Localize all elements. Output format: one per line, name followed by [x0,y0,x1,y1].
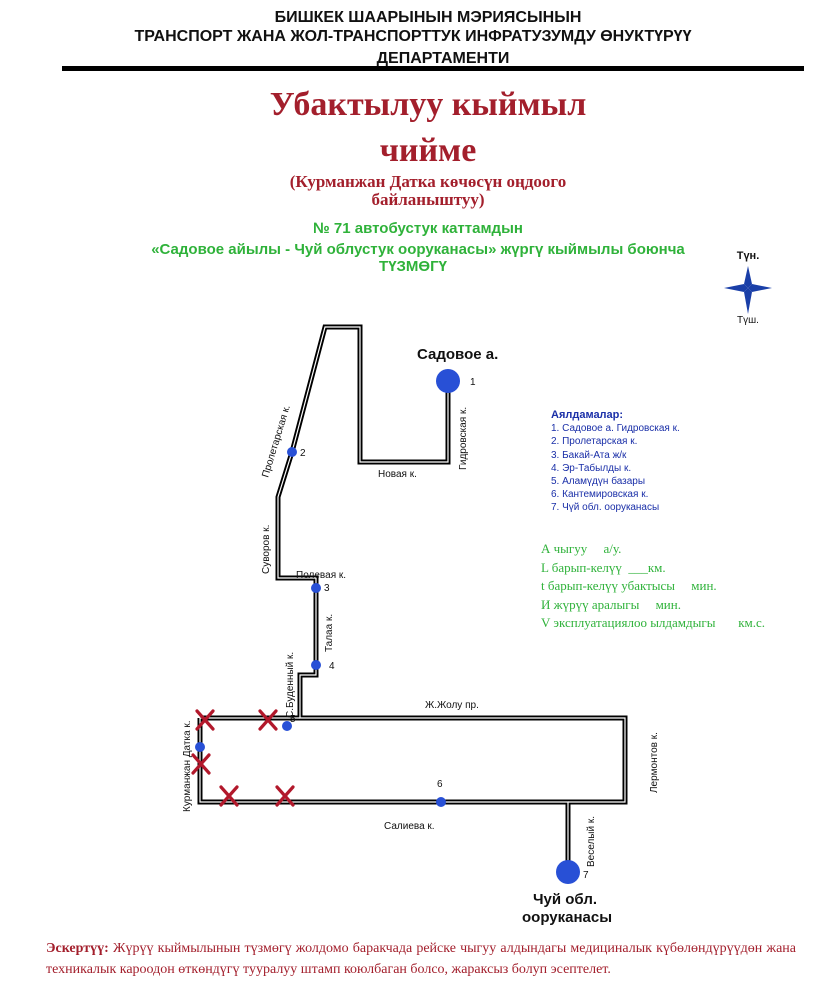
street-gidrovskaya: Гидровская к. [458,407,469,470]
page-subtitle-line-2: байланыштуу) [371,190,485,209]
place-end-label-line-2: ооруканасы [522,909,612,926]
street-polevaya: Полевая к. [296,570,346,581]
page-subtitle-line-1: (Курманжан Датка көчөсүн оңдоого [289,172,567,191]
route-parameters: А чыгуу а/у. L барып-келүү ___км.t барып-… [541,540,765,633]
param-line: V эксплуатациялоо ылдамдыгы км.с. [541,615,766,630]
legend-title: Аялдамалар: [551,409,624,421]
stop-7-label: 7 [583,870,589,881]
legend-item: 4. Эр-Табылды к. [551,462,632,474]
stop-7-marker [556,860,580,884]
compass-south-label: Түш. [737,315,759,326]
page-title-line-1: Убактылуу кыймыл [269,86,587,123]
stops-legend: Аялдамалар: 1. Садовое а. Гидровская к. … [551,409,680,515]
closure-cross-icon [258,709,278,731]
param-line: А чыгуу а/у. [541,541,622,556]
closure-marks [191,709,295,807]
footnote: Эскертүү: Жүрүү кыймылынын түзмөгү жолдо… [46,938,796,980]
stop-3-label: 3 [324,583,330,594]
department-header-line-3: ДЕПАРТАМЕНТИ [376,50,510,67]
stop-5b-marker [195,742,205,752]
street-kurmanjan: Курманжан Датка к. [182,720,193,812]
footnote-label: Эскертүү: [46,941,109,956]
closure-cross-icon [191,753,211,775]
stop-1-label: 1 [470,377,476,388]
route-number-line: № 71 автобустук каттамдын [313,220,523,237]
department-header-line-2: ТРАНСПОРТ ЖАНА ЖОЛ-ТРАНСПОРТТУК ИНФРАТУЗ… [134,28,692,45]
bus-stops [195,369,580,884]
stop-5-marker [282,721,292,731]
param-line: И жүрүү аралыгы мин. [541,596,681,612]
param-line: L барып-келүү ___км. [541,559,666,575]
stop-4-label: 4 [329,661,335,672]
stop-1-marker [436,369,460,393]
route-scheme-word: ТҮЗМӨГҮ [379,258,447,275]
stop-6-label: 6 [437,779,443,790]
street-talaa: Талаа к. [324,614,335,652]
street-zhzholu: Ж.Жолу пр. [425,700,479,711]
stop-5-label: 5 [290,714,296,725]
legend-item: 3. Бакай-Ата ж/к [551,449,627,461]
route-endpoints-line: «Садовое айылы - Чуй облустук ооруканасы… [151,241,685,258]
closure-cross-icon [219,785,239,807]
place-end-label-line-1: Чуй обл. [533,891,597,908]
department-header-line-1: БИШКЕК ШААРЫНЫН МЭРИЯСЫНЫН [274,9,582,26]
legend-item: 2. Пролетарская к. [551,436,638,448]
legend-item: 6. Кантемировская к. [551,489,649,501]
compass-icon [724,266,772,314]
street-novaya: Новая к. [378,469,417,480]
street-budenny: С.Буденный к. [285,652,296,718]
stop-2-marker [287,447,297,457]
legend-item: 7. Чүй обл. оорукaнасы [551,502,660,514]
compass-north-label: Түн. [737,250,760,262]
street-vesely: Веселый к. [586,816,597,867]
header-divider [62,66,804,71]
street-suvorov: Суворов к. [261,525,272,574]
footnote-text: Жүрүү кыймылынын түзмөгү жолдомо баракча… [46,941,796,977]
param-line: t барып-келүү убактысы мин. [541,578,717,593]
stop-3-marker [311,583,321,593]
stop-6-marker [436,797,446,807]
page-title-line-2: чийме [379,132,477,169]
stop-2-label: 2 [300,448,306,459]
street-salieva: Салиева к. [384,821,435,832]
closure-cross-icon [195,709,215,731]
legend-item: 5. Аламүдүн базары [551,476,646,488]
street-lermontov: Лермонтов к. [649,732,660,793]
stop-4-marker [311,660,321,670]
legend-item: 1. Садовое а. Гидровская к. [551,423,680,435]
closure-cross-icon [275,785,295,807]
place-start-label: Садовое а. [417,346,498,363]
route-path-inner [199,326,626,870]
